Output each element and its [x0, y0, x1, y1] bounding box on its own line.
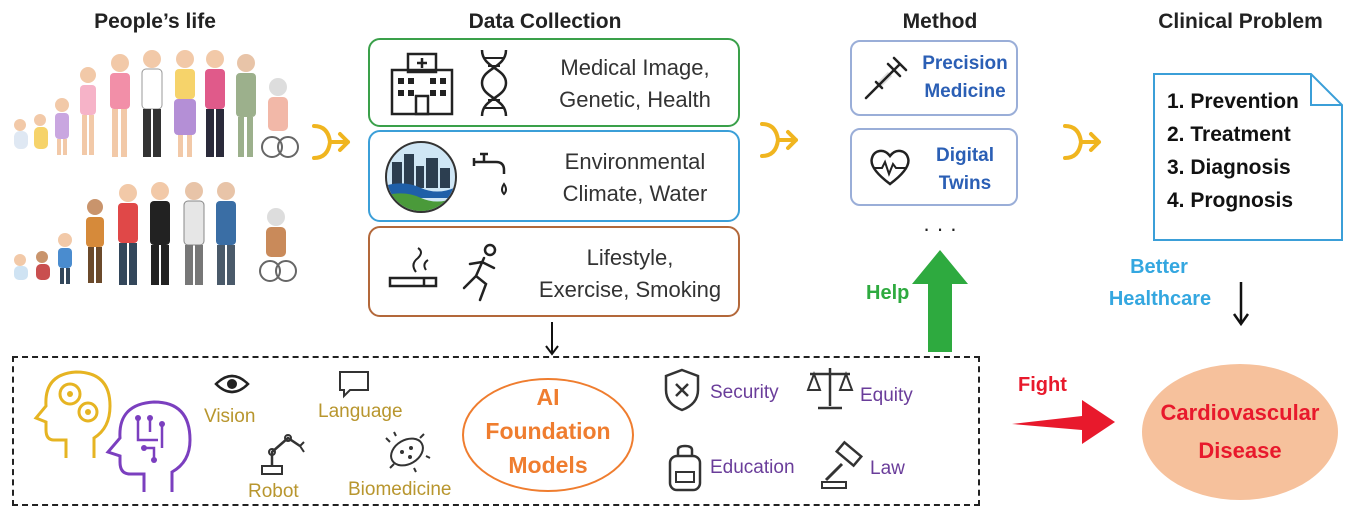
ai-cap-language: Language: [318, 401, 403, 422]
syringe-icon: [864, 56, 908, 100]
microbe-icon: [385, 431, 431, 473]
heading-data-collection: Data Collection: [468, 10, 622, 33]
clinical-document-frame: [1153, 73, 1343, 241]
gold-arrow-icon: [312, 124, 350, 160]
down-arrow-icon: [545, 322, 559, 356]
data-box-environment-line2: Climate, Water: [562, 181, 708, 206]
data-box-medical-line2: Genetic, Health: [559, 87, 711, 112]
female-life-stages: [14, 50, 299, 158]
better-label-line2: Healthcare: [1108, 288, 1212, 310]
ai-foundation-ellipse: [462, 378, 634, 492]
backpack-icon: [668, 444, 702, 492]
method-precision-line2: Medicine: [924, 81, 1006, 102]
clinical-item: 3. Diagnosis: [1167, 156, 1291, 179]
method-precision-line1: Precision: [922, 53, 1008, 74]
city-landscape-icon: [385, 141, 457, 213]
ai-line1: AI: [536, 384, 560, 410]
smoking-icon: [388, 247, 438, 288]
ai-cap-law: Law: [870, 458, 905, 479]
disease-line1: Cardiovascular: [1160, 400, 1320, 425]
disease-ellipse: [1142, 364, 1338, 500]
help-up-arrow-icon: [912, 250, 968, 352]
ai-cap-biomedicine: Biomedicine: [348, 479, 452, 500]
ai-cap-education: Education: [710, 457, 795, 478]
data-box-lifestyle-line1: Lifestyle,: [586, 245, 674, 270]
head-gears-icon: [33, 370, 112, 458]
heart-rate-icon: [870, 149, 910, 186]
help-label: Help: [866, 282, 910, 304]
data-box-lifestyle-line2: Exercise, Smoking: [538, 277, 722, 302]
ai-dashed-panel: [12, 356, 980, 506]
ai-line2: Foundation: [485, 418, 611, 444]
fight-label: Fight: [1018, 374, 1067, 396]
data-box-medical: Medical Image, Genetic, Health: [368, 38, 740, 127]
gold-arrow-icon: [760, 122, 798, 158]
water-tap-icon: [472, 152, 507, 196]
fight-arrow-icon: [1012, 400, 1115, 444]
shield-icon: [664, 368, 700, 412]
disease-line2: Disease: [1198, 438, 1282, 463]
gold-arrow-icon: [1063, 124, 1101, 160]
heading-method: Method: [902, 10, 978, 33]
ai-cap-vision: Vision: [204, 406, 256, 427]
ai-cap-robot: Robot: [248, 481, 299, 502]
scales-icon: [806, 368, 854, 410]
method-box-digital-twins: Digital Twins: [850, 128, 1018, 206]
better-label-line1: Better: [1130, 256, 1188, 278]
eye-icon: [214, 374, 250, 394]
method-box-precision: Precision Medicine: [850, 40, 1018, 116]
ai-cap-security: Security: [710, 382, 779, 403]
heading-peoples-life: People’s life: [94, 10, 216, 33]
method-digital-line2: Twins: [938, 173, 992, 194]
people-illustration: [14, 50, 299, 285]
hospital-icon: [390, 52, 454, 116]
speech-bubble-icon: [339, 371, 369, 399]
data-box-environment-line1: Environmental: [564, 149, 706, 174]
down-arrow-icon: [1232, 282, 1250, 327]
data-box-environment: Environmental Climate, Water: [368, 130, 740, 222]
clinical-item: 4. Prognosis: [1167, 189, 1294, 212]
method-ellipsis: · · ·: [922, 216, 958, 241]
data-box-lifestyle: Lifestyle, Exercise, Smoking: [368, 226, 740, 317]
dna-icon: [480, 49, 508, 117]
head-circuit-icon: [105, 400, 192, 492]
clinical-item: 2. Treatment: [1167, 123, 1291, 146]
ai-cap-equity: Equity: [860, 385, 913, 406]
clinical-item: 1. Prevention: [1167, 90, 1299, 113]
gavel-icon: [821, 440, 864, 489]
data-box-medical-line1: Medical Image,: [560, 55, 710, 80]
running-icon: [462, 243, 497, 302]
method-digital-line1: Digital: [935, 145, 995, 166]
ai-line3: Models: [508, 452, 588, 478]
heading-clinical-problem: Clinical Problem: [1158, 10, 1323, 33]
robot-arm-icon: [261, 434, 305, 475]
male-life-stages: [14, 182, 297, 285]
